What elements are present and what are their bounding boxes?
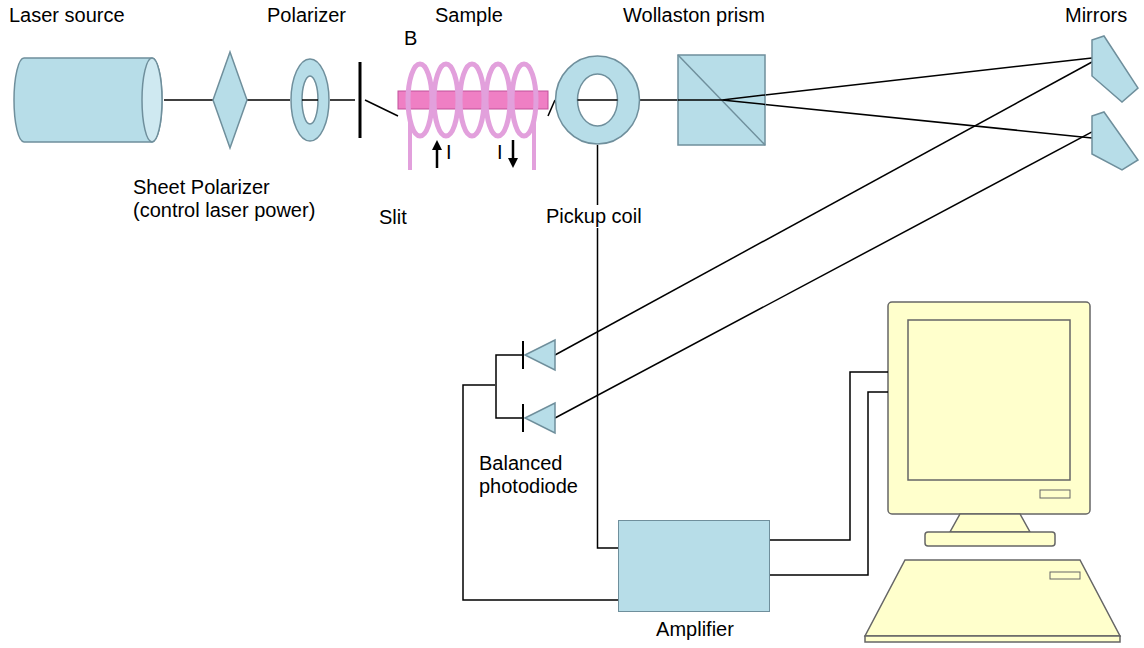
component-label: Slit	[378, 206, 408, 229]
connector	[765, 104, 1092, 138]
connector	[555, 132, 1092, 418]
monitor-button	[1040, 490, 1070, 498]
component-label: Balanced photodiode	[478, 452, 590, 498]
balanced-photodiode-shape	[495, 335, 555, 435]
mirrors: Mirrors	[1092, 36, 1140, 170]
connector-line	[640, 99, 678, 101]
laser-aperture	[142, 58, 162, 142]
beam	[678, 95, 765, 104]
pickup-coil-shape	[555, 55, 640, 145]
coil-turn	[486, 64, 510, 136]
keyboard-edge	[865, 636, 1120, 642]
data-wire	[770, 372, 888, 540]
current-label: I	[496, 141, 504, 164]
sample-coil: Sample	[398, 60, 548, 172]
wollaston-prism-shape	[678, 55, 765, 145]
current-arrowhead	[508, 158, 518, 168]
sheet-polarizer: Sheet Polarizer (control laser power)	[213, 52, 247, 148]
coil-turn	[460, 64, 484, 136]
current-arrow	[512, 140, 515, 160]
connector-line	[330, 99, 355, 101]
component-label: Mirrors	[1064, 4, 1128, 27]
mirror	[1092, 36, 1138, 102]
computer	[865, 302, 1120, 642]
monitor-screen	[908, 320, 1070, 480]
sample-coil-shape	[398, 60, 548, 172]
monitor-neck	[950, 514, 1030, 532]
prism-body	[678, 55, 765, 145]
laser-body	[14, 58, 162, 142]
coil-lead	[532, 118, 536, 170]
coil-lead	[408, 118, 412, 170]
coil-turn	[434, 64, 458, 136]
amplifier-box: Amplifier	[618, 520, 770, 612]
connector	[640, 100, 678, 101]
keyboard-key	[1050, 572, 1080, 579]
component-label: Laser source	[8, 4, 126, 27]
current-arrowhead	[432, 140, 442, 150]
connector-line	[765, 104, 1092, 138]
pickup-coil: Pickup coil	[555, 55, 640, 145]
slit-shape	[355, 62, 365, 138]
connector	[548, 100, 555, 116]
connector	[330, 100, 355, 101]
photodiode	[525, 403, 555, 433]
prism-interface	[678, 55, 765, 145]
polarizer-sheet	[213, 52, 247, 148]
beam	[578, 99, 618, 101]
component-label: Sheet Polarizer (control laser power)	[132, 176, 329, 222]
connector	[164, 100, 213, 101]
connector	[463, 385, 618, 600]
laser-source-shape	[14, 57, 164, 143]
photodiode	[525, 340, 555, 370]
diode-wire	[496, 355, 523, 418]
component-label: Sample	[434, 4, 504, 27]
monitor-case	[888, 302, 1090, 514]
component-label: Wollaston prism	[622, 4, 766, 27]
keyboard	[865, 560, 1120, 636]
connector-line	[164, 99, 213, 101]
beam	[302, 99, 318, 101]
connector-line	[555, 132, 1092, 418]
mirrors-shape	[1092, 36, 1140, 170]
connector-line	[247, 99, 290, 101]
polarizer-ring	[291, 59, 329, 141]
component-label: Pickup coil	[545, 205, 643, 228]
sheet-polarizer-shape	[213, 52, 247, 148]
component-label: Polarizer	[266, 4, 347, 27]
wollaston-prism: Wollaston prism	[678, 55, 765, 145]
pickup-ring	[556, 56, 640, 144]
data-wire	[770, 392, 888, 575]
connector-line	[365, 100, 398, 116]
connector-line	[548, 100, 555, 116]
slit: Slit	[355, 62, 365, 138]
connector	[247, 100, 290, 101]
current-label: I	[445, 141, 453, 164]
current-arrow	[436, 148, 439, 168]
sample-rod	[398, 91, 548, 109]
field-label: B	[403, 27, 418, 50]
polarizer-shape	[290, 58, 330, 142]
monitor-base	[925, 532, 1055, 546]
mirror	[1092, 112, 1138, 170]
connector	[365, 100, 398, 116]
laser-source: Laser source	[14, 57, 164, 143]
polarizer: Polarizer	[290, 58, 330, 142]
connector-line	[463, 385, 618, 600]
slit-plate	[359, 62, 362, 138]
balanced-photodiode: Balanced photodiode	[495, 335, 555, 435]
component-label: Amplifier	[619, 618, 771, 641]
